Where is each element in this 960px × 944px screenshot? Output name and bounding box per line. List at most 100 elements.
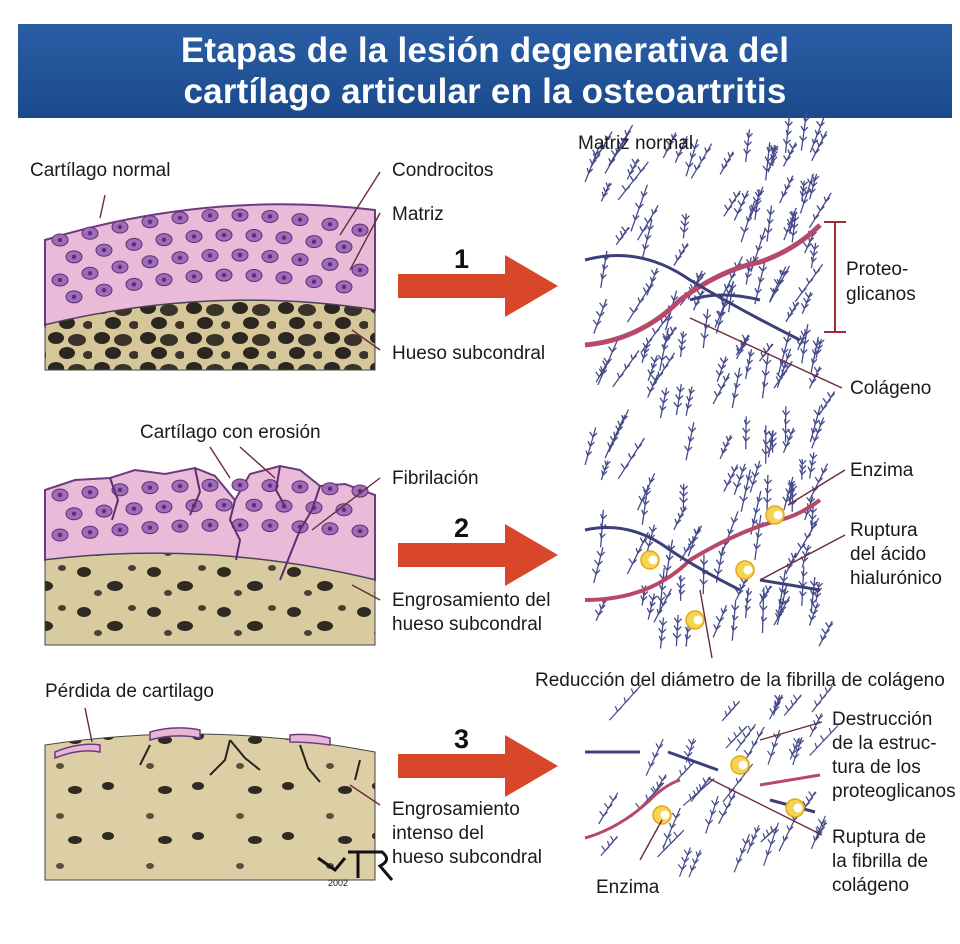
- proteoglycan-branch: [699, 559, 709, 565]
- label-fibril-diameter-reduction: Reducción del diámetro de la fibrilla de…: [535, 670, 945, 691]
- header-title-line2: cartílago articular en la osteoartritis: [183, 72, 787, 111]
- proteoglycan-branch: [740, 226, 749, 233]
- proteoglycan-branch: [652, 752, 660, 758]
- proteoglycan-branch: [599, 532, 606, 539]
- proteoglycan-branch: [823, 196, 831, 203]
- proteoglycan-branch: [595, 310, 605, 317]
- proteoglycan-branch: [739, 495, 748, 502]
- cell-nucleus: [207, 213, 213, 218]
- proteoglycan-branch: [753, 543, 761, 550]
- proteoglycan-strand: [783, 476, 794, 511]
- proteoglycan-branch: [793, 737, 802, 744]
- proteoglycan-branch: [803, 545, 812, 552]
- label-destruction-line2: de la estruc-: [832, 733, 937, 754]
- proteoglycan-branch: [810, 256, 817, 263]
- proteoglycan-branch: [756, 731, 764, 737]
- leader-lines: [84, 171, 846, 861]
- proteoglycan-branch: [786, 218, 795, 225]
- proteoglycan-branch: [665, 139, 675, 146]
- proteoglycan-branch: [733, 382, 741, 389]
- proteoglycan-branch: [680, 220, 690, 227]
- proteoglycan-branch: [787, 149, 795, 155]
- proteoglycan-branch: [809, 725, 818, 732]
- proteoglycan-branch: [638, 495, 647, 502]
- proteoglycan-branch: [594, 609, 604, 616]
- label-eroded-cartilage: Cartílago con erosión: [140, 422, 321, 443]
- proteoglycan-branch: [652, 785, 661, 792]
- proteoglycan-branch: [649, 601, 656, 607]
- proteoglycan-branch: [660, 318, 667, 324]
- eroded-cartilage-block: [44, 464, 376, 646]
- label-intense-thickening-line3: hueso subcondral: [392, 847, 542, 868]
- proteoglycan-branch: [603, 802, 613, 809]
- cell-nucleus: [281, 235, 287, 240]
- proteoglycan-strand: [777, 330, 791, 376]
- proteoglycan-branch: [799, 335, 807, 342]
- cell-nucleus: [71, 511, 77, 516]
- proteoglycan-branch: [716, 310, 725, 317]
- proteoglycan-branch: [765, 849, 772, 856]
- proteoglycan-branch: [608, 346, 617, 353]
- proteoglycan-branch: [724, 710, 732, 717]
- cell-nucleus: [147, 259, 153, 264]
- proteoglycan-branch: [814, 427, 823, 434]
- proteoglycan-branch: [631, 158, 640, 165]
- proteoglycan-branch: [815, 827, 823, 833]
- proteoglycan-branch: [771, 150, 778, 157]
- cell-nucleus: [297, 484, 303, 490]
- proteoglycan-branch: [799, 469, 807, 476]
- proteoglycan-branch: [789, 306, 797, 313]
- proteoglycan-branch: [592, 149, 601, 156]
- proteoglycan-branch: [762, 381, 769, 388]
- proteoglycan-branch: [782, 441, 791, 447]
- proteoglycan-branch: [735, 474, 745, 480]
- proteoglycan-branch: [806, 277, 814, 284]
- proteoglycan-branch: [698, 155, 706, 162]
- proteoglycan-branch: [602, 186, 611, 193]
- proteoglycan-strand: [608, 409, 630, 453]
- proteoglycan-branch: [683, 849, 693, 856]
- proteoglycan-branch: [741, 838, 751, 845]
- proteoglycan-branch: [685, 745, 695, 751]
- proteoglycan-branch: [658, 627, 667, 634]
- cell-nucleus: [101, 508, 107, 514]
- proteoglycan-branch: [675, 150, 683, 157]
- proteoglycan-branch: [736, 738, 746, 745]
- cell-nucleus: [191, 234, 197, 239]
- proteoglycan-branch: [803, 297, 812, 304]
- proteoglycan-branch: [696, 290, 705, 296]
- proteoglycan-branch: [745, 216, 753, 222]
- proteoglycan-branch: [735, 857, 743, 864]
- proteoglycan-branch: [759, 234, 767, 241]
- proteoglycan-branch: [599, 810, 608, 817]
- header-banner: Etapas de la lesión degenerativa del car…: [18, 24, 952, 118]
- proteoglycan-branch: [743, 337, 750, 344]
- proteoglycan-branch: [751, 834, 758, 840]
- proteoglycan-branch: [693, 529, 701, 535]
- proteoglycan-branch: [678, 576, 686, 583]
- proteoglycan-branch: [743, 485, 751, 491]
- cell-nucleus: [221, 502, 227, 508]
- proteoglycan-branch: [766, 343, 774, 349]
- proteoglycan-branch: [809, 589, 818, 596]
- proteoglycan-branch: [600, 273, 607, 280]
- proteoglycan-branch: [640, 191, 648, 197]
- proteoglycan-branch: [661, 344, 669, 350]
- cell-nucleus: [131, 282, 137, 287]
- cartilage-loss-block: [44, 727, 376, 881]
- proteoglycan-branch: [798, 458, 807, 465]
- proteoglycan-branch: [762, 439, 771, 445]
- proteoglycan-branch: [759, 604, 768, 611]
- proteoglycan-branch: [730, 466, 739, 472]
- cell-nucleus: [251, 502, 257, 508]
- cell-nucleus: [71, 294, 77, 300]
- proteoglycan-branch: [727, 737, 736, 744]
- proteoglycan-branch: [650, 363, 658, 369]
- enzyme-icon-notch: [648, 555, 658, 565]
- enzyme-icon-notch: [743, 565, 753, 575]
- proteoglycan-branch: [683, 750, 693, 757]
- proteoglycan-branch: [640, 352, 648, 359]
- proteoglycan-branch: [813, 700, 822, 706]
- proteoglycan-branch: [826, 392, 836, 398]
